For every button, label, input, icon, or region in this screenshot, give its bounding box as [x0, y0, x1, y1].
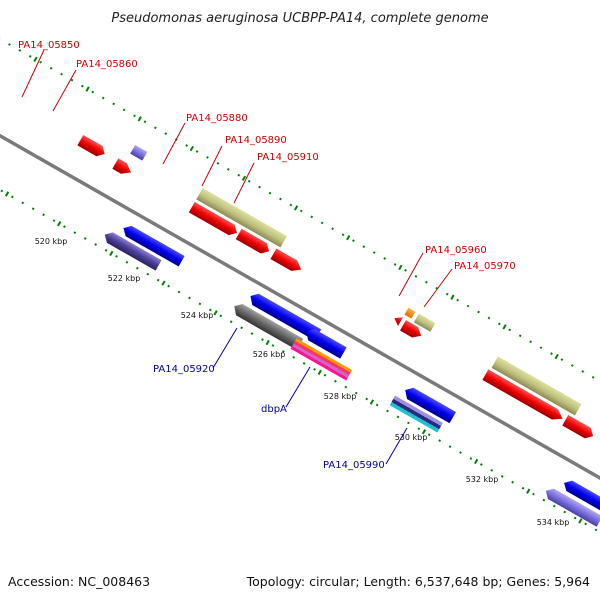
- gene-arrow-pa14-05960[interactable]: [399, 320, 424, 341]
- gene-label-pa14-05910[interactable]: PA14_05910: [257, 152, 319, 163]
- kbp-label: 526 kbp: [253, 350, 286, 359]
- label-leaders: [21, 49, 453, 465]
- kbp-label: 534 kbp: [537, 518, 570, 527]
- gene-box-dbpA[interactable]: [290, 338, 353, 381]
- map-title: Pseudomonas aeruginosa UCBPP-PA14, compl…: [111, 11, 488, 26]
- gene-arrow-pa14-05920[interactable]: [231, 301, 304, 350]
- gene-arrow-blue-1[interactable]: [120, 223, 185, 267]
- gene-arrow-blue-4[interactable]: [402, 385, 456, 424]
- gene-arrow-pa14-05880[interactable]: [188, 201, 240, 238]
- kbp-label: 528 kbp: [324, 392, 357, 401]
- gene-arrow-red-2[interactable]: [482, 369, 565, 424]
- kbp-label-group: 520 kbp 522 kbp 524 kbp 526 kbp 528 kbp …: [35, 237, 570, 527]
- gene-box-pa14-05960[interactable]: [404, 307, 416, 319]
- gene-label-pa14-05890[interactable]: PA14_05890: [225, 135, 287, 146]
- gene-arrow-small-reverse[interactable]: [392, 314, 403, 326]
- gene-arrow[interactable]: [77, 134, 107, 159]
- gene-arrow-pa14-05910[interactable]: [270, 248, 304, 275]
- gene-label-dbpA[interactable]: dbpA: [261, 404, 287, 415]
- kbp-label: 522 kbp: [108, 274, 141, 283]
- kbp-label: 520 kbp: [35, 237, 68, 246]
- gene-arrow-slate-1[interactable]: [102, 229, 162, 271]
- gene-label-pa14-05990[interactable]: PA14_05990: [323, 460, 385, 471]
- gene-arrow-pa14-05850[interactable]: [112, 158, 134, 177]
- gene-arrow-blue-2[interactable]: [247, 291, 322, 341]
- gene-arrow-blue-5[interactable]: [561, 478, 600, 518]
- gene-arrow-red-3[interactable]: [562, 415, 596, 441]
- gene-label-pa14-05860[interactable]: PA14_05860: [76, 59, 138, 70]
- gene-box-pa14-05860[interactable]: [130, 144, 148, 161]
- upper-major-ticks: [0, 0, 600, 483]
- gene-box-pa14-05970[interactable]: [413, 313, 436, 332]
- upper-minor-ticks: [0, 0, 600, 481]
- gene-label-pa14-05920[interactable]: PA14_05920: [153, 364, 215, 375]
- genome-summary-text: Topology: circular; Length: 6,537,648 bp…: [246, 574, 590, 589]
- gene-arrow-lavender-5[interactable]: [543, 486, 600, 527]
- gene-label-pa14-05850[interactable]: PA14_05850: [18, 40, 80, 51]
- gene-box-tan-2[interactable]: [491, 356, 582, 416]
- gene-label-pa14-05970[interactable]: PA14_05970: [454, 261, 516, 272]
- gene-label-pa14-05880[interactable]: PA14_05880: [186, 113, 248, 124]
- gene-labels: PA14_05850 PA14_05860 PA14_05880 PA14_05…: [18, 40, 516, 471]
- genome-backbone: [0, 55, 600, 555]
- gene-arrow-pa14-05890[interactable]: [235, 228, 272, 257]
- lower-minor-ticks: [0, 97, 600, 595]
- gene-label-pa14-05960[interactable]: PA14_05960: [425, 245, 487, 256]
- accession-text: Accession: NC_008463: [8, 574, 150, 589]
- gene-box-tan[interactable]: [196, 188, 287, 248]
- kbp-label: 532 kbp: [466, 475, 499, 484]
- gene-box-pa14-05990[interactable]: [389, 395, 443, 433]
- kbp-label: 524 kbp: [181, 311, 214, 320]
- gene-arrow-blue-3[interactable]: [303, 326, 347, 359]
- kbp-label: 530 kbp: [395, 433, 428, 442]
